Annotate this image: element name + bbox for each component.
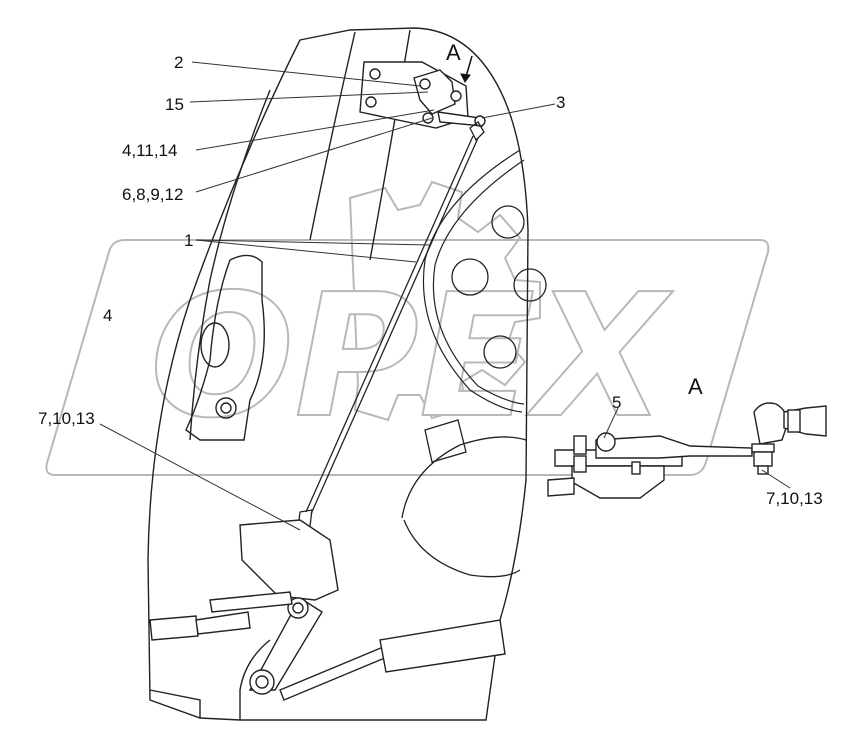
cylinder-right bbox=[379, 619, 506, 673]
leader-2 bbox=[191, 61, 421, 87]
left-bracket-hole bbox=[200, 322, 230, 368]
pedal-bracket bbox=[239, 519, 339, 601]
cylinder-left-rod bbox=[195, 611, 251, 635]
hub-hole-3 bbox=[513, 268, 547, 302]
cylinder-left bbox=[149, 615, 199, 641]
pedal-pivot-top-inner bbox=[292, 602, 304, 614]
leader-15 bbox=[189, 91, 429, 103]
hub-hole-1 bbox=[451, 258, 489, 296]
left-bracket bbox=[185, 254, 265, 441]
label-15: 15 bbox=[165, 95, 184, 114]
pedal-arm bbox=[248, 597, 323, 691]
watermark: OPEX bbox=[45, 180, 770, 476]
guide-curve bbox=[422, 149, 525, 413]
label-3: 3 bbox=[556, 93, 565, 112]
detail-bolt-end bbox=[757, 465, 769, 475]
view-arrow bbox=[460, 55, 473, 83]
hub-hole-4 bbox=[483, 335, 517, 369]
label-1: 1 bbox=[184, 231, 193, 250]
watermark-frame bbox=[45, 239, 770, 476]
pedal-pivot-bottom-inner bbox=[255, 675, 269, 689]
leader-1b bbox=[195, 239, 431, 246]
pedal-mechanism bbox=[149, 519, 506, 701]
view-arrow-label: A bbox=[446, 40, 461, 65]
leader-7-10-13-right bbox=[761, 469, 791, 489]
hub-arc bbox=[401, 436, 527, 519]
label-2: 2 bbox=[174, 53, 183, 72]
side-panel-rib-3 bbox=[239, 639, 271, 720]
lower-link bbox=[209, 591, 293, 613]
pivot-bolt-1 bbox=[419, 78, 431, 90]
detail-nut-stack-1 bbox=[751, 443, 775, 453]
plate-hole-2 bbox=[365, 96, 377, 108]
side-panel-rib-1 bbox=[309, 31, 356, 241]
rod-end-top bbox=[469, 121, 485, 142]
left-bracket-outline bbox=[185, 254, 265, 441]
watermark-text: OPEX bbox=[150, 258, 674, 456]
leader-5 bbox=[603, 407, 619, 439]
leader-7-10-13-left bbox=[99, 423, 301, 531]
label-7-10-13-left: 7,10,13 bbox=[38, 409, 95, 428]
detail-nut-left bbox=[573, 435, 587, 455]
leader-1a bbox=[195, 239, 417, 263]
bolt-left bbox=[215, 397, 237, 419]
detail-nut-stack-2 bbox=[753, 451, 773, 467]
detail-side-block bbox=[547, 477, 575, 497]
leader-3 bbox=[481, 103, 556, 119]
detail-lever bbox=[595, 435, 753, 459]
leader-4-11-14 bbox=[195, 109, 435, 151]
leader-6-8-9-12 bbox=[195, 117, 433, 193]
view-a-detail bbox=[547, 402, 827, 499]
plate-hole-1 bbox=[369, 68, 381, 80]
hub-hole-2 bbox=[491, 205, 525, 239]
side-panel-rib-2 bbox=[369, 29, 411, 261]
label-4: 4 bbox=[103, 306, 112, 325]
small-block bbox=[424, 419, 467, 463]
view-detail-label: A bbox=[688, 374, 703, 399]
side-panel-bottom-step bbox=[149, 689, 201, 718]
label-7-10-13-right: 7,10,13 bbox=[766, 489, 823, 508]
detail-nut-right bbox=[631, 461, 641, 475]
detail-nut-mid bbox=[573, 455, 587, 473]
label-6-8-9-12: 6,8,9,12 bbox=[122, 185, 183, 204]
hub-arc-2 bbox=[403, 519, 521, 578]
hub bbox=[401, 205, 547, 578]
label-4-11-14: 4,11,14 bbox=[122, 141, 177, 160]
detail-bolt-5 bbox=[596, 432, 616, 452]
pivot-bolt-2 bbox=[450, 90, 462, 102]
side-panel-inner-edge bbox=[189, 89, 271, 441]
detail-rod-collar bbox=[787, 409, 801, 433]
top-bracket bbox=[359, 61, 486, 129]
label-5: 5 bbox=[612, 393, 621, 412]
detail-ball-socket bbox=[753, 402, 788, 445]
leader-lines bbox=[99, 61, 791, 531]
bolt-left-inner bbox=[220, 402, 232, 414]
